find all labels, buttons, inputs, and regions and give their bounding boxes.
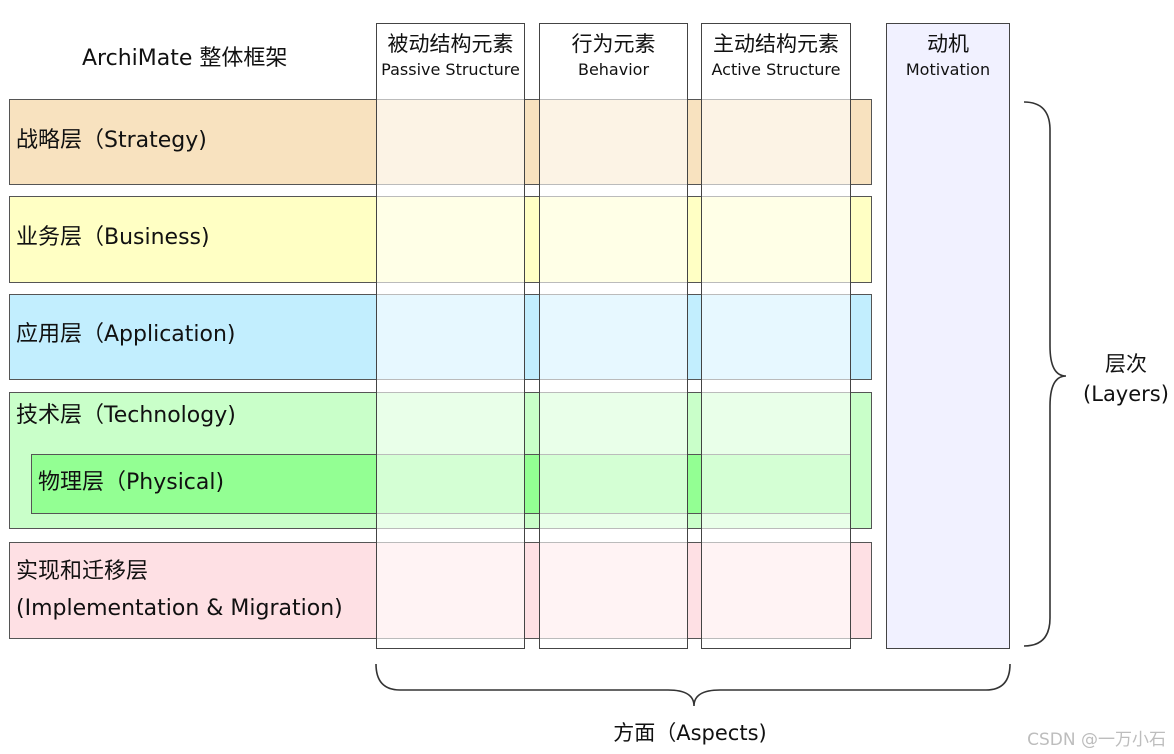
layer-implementation-label-en: (Implementation & Migration) [16, 596, 343, 621]
aspect-column-active-structure: 主动结构元素 Active Structure [701, 23, 851, 649]
aspect-passive-label-en: Passive Structure [381, 60, 520, 79]
aspects-brace [375, 663, 1011, 707]
layers-label-en: (Layers) [1083, 382, 1169, 406]
watermark: CSDN @一万小石 [1027, 730, 1166, 750]
aspect-column-passive-structure: 被动结构元素 Passive Structure [376, 23, 525, 649]
layer-strategy-label: 战略层（Strategy) [16, 128, 207, 153]
layers-label-zh: 层次 [1105, 352, 1147, 376]
layers-bracket-label: 层次 (Layers) [1078, 349, 1174, 409]
diagram-title: ArchiMate 整体框架 [82, 46, 288, 71]
aspect-active-label-en: Active Structure [711, 60, 841, 79]
layer-technology-label: 技术层（Technology) [16, 403, 236, 428]
aspect-motivation-label-en: Motivation [905, 60, 991, 79]
layer-application-label: 应用层（Application) [16, 322, 236, 347]
aspect-active-label-zh: 主动结构元素 [713, 32, 839, 56]
layer-physical-label: 物理层（Physical) [38, 470, 225, 495]
aspect-passive-label-zh: 被动结构元素 [387, 32, 514, 56]
aspect-column-motivation: 动机 Motivation [886, 23, 1010, 649]
aspect-behavior-label-zh: 行为元素 [571, 32, 656, 56]
aspects-bracket-label: 方面（Aspects) [613, 721, 767, 745]
aspect-behavior-label-en: Behavior [577, 60, 650, 79]
layer-business-label: 业务层（Business) [16, 225, 210, 250]
aspect-motivation-label-zh: 动机 [927, 32, 969, 56]
layer-implementation-label-zh: 实现和迁移层 [16, 559, 149, 584]
layers-brace [1023, 101, 1066, 647]
aspect-column-behavior: 行为元素 Behavior [539, 23, 688, 649]
